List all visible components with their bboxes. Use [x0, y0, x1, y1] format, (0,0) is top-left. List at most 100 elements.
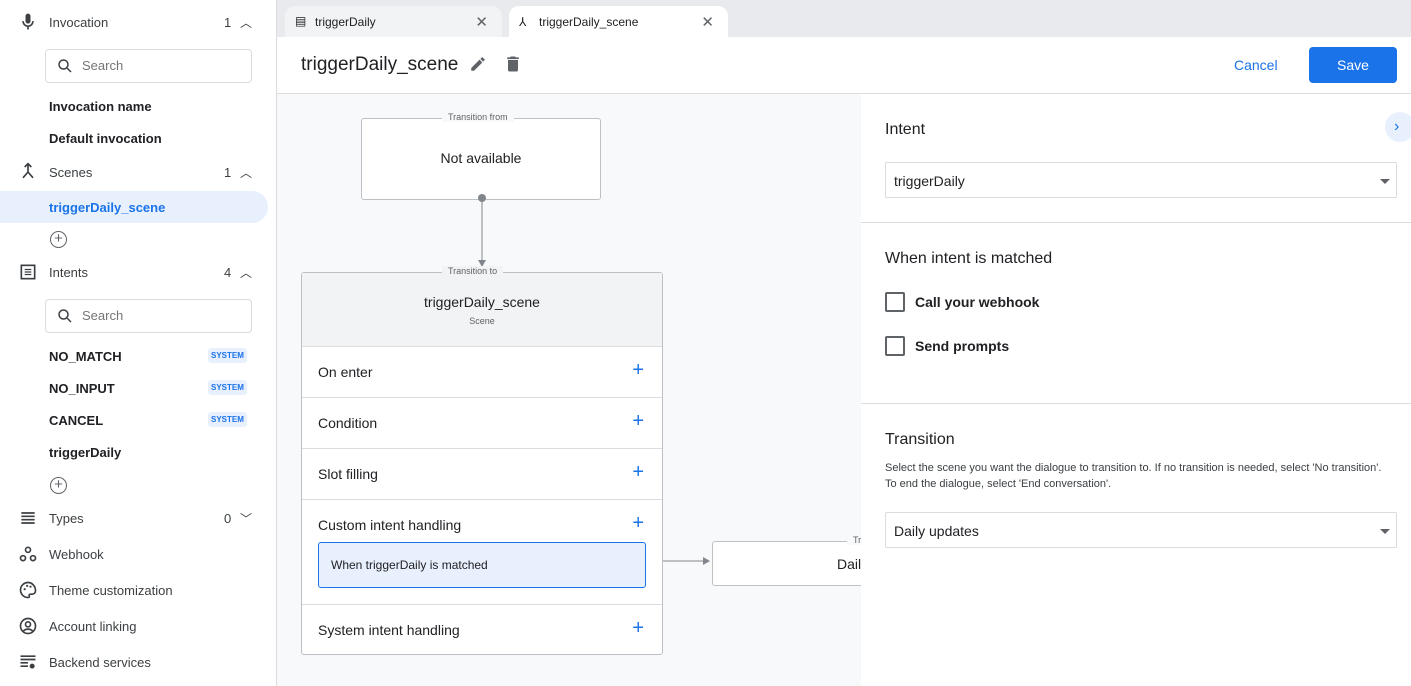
transition-select[interactable]: Daily updates	[885, 512, 1397, 548]
tab-triggerDaily[interactable]: ▤ triggerDaily ✕	[285, 6, 502, 37]
add-icon[interactable]: +	[632, 410, 644, 432]
node-text: Not available	[440, 150, 522, 166]
invocation-search[interactable]	[45, 49, 252, 83]
add-icon[interactable]: +	[632, 359, 644, 381]
section-types[interactable]: Types 0 ﹀	[0, 506, 276, 530]
tab-bar: ▤ triggerDaily ✕ ⅄ triggerDaily_scene ✕	[277, 0, 1411, 37]
tab-label: triggerDaily	[315, 14, 376, 29]
divider	[861, 222, 1411, 223]
close-icon[interactable]: ✕	[701, 13, 714, 31]
prompts-checkbox[interactable]	[885, 336, 905, 356]
types-icon	[18, 508, 38, 528]
chevron-up-icon[interactable]: ︿	[240, 15, 253, 30]
scene-header: triggerDaily_scene Cancel Save	[277, 37, 1411, 94]
target-scene-node[interactable]: Tr Dail	[712, 535, 861, 586]
collapse-panel-chevron-right-icon[interactable]: ›	[1385, 112, 1411, 142]
node-legend: Tr	[847, 535, 861, 545]
add-intent-icon[interactable]: +	[50, 477, 67, 494]
invocation-item[interactable]: Default invocation	[49, 131, 162, 146]
row-custom-intent-handling[interactable]: Custom intent handling+ When triggerDail…	[302, 499, 662, 604]
select-value: triggerDaily	[894, 173, 965, 189]
nav-label: Webhook	[49, 546, 104, 562]
add-icon[interactable]: +	[632, 461, 644, 483]
system-badge: SYSTEM	[208, 412, 247, 427]
matched-heading: When intent is matched	[885, 250, 1053, 267]
intent-item[interactable]: CANCEL	[49, 413, 104, 428]
checkbox-label: Send prompts	[915, 338, 1010, 354]
row-condition[interactable]: Condition +	[302, 397, 662, 448]
section-count: 1	[224, 14, 232, 30]
webhook-icon	[18, 544, 38, 564]
search-icon	[58, 309, 72, 323]
scene-item-selected[interactable]: triggerDaily_scene	[0, 191, 268, 223]
dropdown-arrow-icon	[1380, 179, 1390, 184]
system-badge: SYSTEM	[208, 348, 247, 363]
intent-item[interactable]: NO_INPUT	[49, 381, 115, 396]
invocation-item[interactable]: Invocation name	[49, 99, 152, 114]
intent-select[interactable]: triggerDaily	[885, 162, 1397, 198]
chevron-up-icon[interactable]: ︿	[240, 265, 253, 280]
intent-icon: ▤	[295, 14, 307, 28]
row-slot-filling[interactable]: Slot filling +	[302, 448, 662, 499]
section-count: 1	[224, 164, 232, 180]
section-label: Types	[49, 510, 84, 526]
section-scenes[interactable]: Scenes 1 ︿	[0, 160, 276, 184]
page-title: triggerDaily_scene	[301, 54, 459, 75]
nav-theme-customization[interactable]: Theme customization	[0, 578, 276, 602]
section-label: Scenes	[49, 164, 93, 180]
nav-label: Account linking	[49, 618, 137, 634]
dropdown-arrow-icon	[1380, 529, 1390, 534]
scene-icon: ⅄	[519, 14, 527, 29]
intents-search[interactable]	[45, 299, 252, 333]
scene-node: Transition to triggerDaily_scene Scene O…	[301, 266, 663, 655]
intent-item[interactable]: NO_MATCH	[49, 349, 122, 364]
scene-item-label: triggerDaily_scene	[49, 200, 166, 215]
delete-icon[interactable]	[503, 54, 523, 74]
add-icon[interactable]: +	[632, 512, 644, 534]
edit-icon[interactable]	[469, 55, 487, 73]
row-on-enter[interactable]: On enter+	[302, 346, 662, 397]
node-text: Dail	[837, 556, 861, 572]
scene-title: triggerDaily_scene	[424, 294, 540, 310]
chevron-up-icon[interactable]: ︿	[240, 165, 253, 180]
tab-triggerDaily-scene[interactable]: ⅄ triggerDaily_scene ✕	[509, 6, 728, 37]
microphone-icon	[18, 12, 38, 32]
nav-webhook[interactable]: Webhook	[0, 542, 276, 566]
account-circle-icon	[18, 616, 38, 636]
transition-help: Select the scene you want the dialogue t…	[885, 462, 1382, 490]
row-label: Slot filling	[318, 466, 378, 482]
select-value: Daily updates	[894, 523, 979, 539]
scene-node-header[interactable]: Transition to triggerDaily_scene Scene	[302, 266, 662, 346]
search-input[interactable]	[82, 58, 232, 73]
sidebar: Invocation 1 ︿ Invocation name Default i…	[0, 0, 277, 686]
add-scene-icon[interactable]: +	[50, 231, 67, 248]
webhook-checkbox[interactable]	[885, 292, 905, 312]
handler-label: When triggerDaily is matched	[331, 558, 488, 572]
nav-label: Theme customization	[49, 582, 173, 598]
section-label: Invocation	[49, 14, 109, 30]
intent-panel: › Intent triggerDaily When intent is mat…	[861, 94, 1411, 686]
nav-backend-services[interactable]: Backend services	[0, 650, 276, 674]
row-system-intent-handling[interactable]: System intent handling+	[302, 604, 662, 655]
node-legend: Transition to	[442, 266, 504, 276]
list-icon	[18, 262, 38, 282]
chevron-down-icon[interactable]: ﹀	[240, 511, 253, 526]
add-icon[interactable]: +	[632, 617, 644, 639]
save-button[interactable]: Save	[1309, 47, 1397, 83]
checkbox-label: Call your webhook	[915, 294, 1040, 310]
section-count: 0	[224, 510, 232, 526]
palette-icon	[18, 580, 38, 600]
scene-subtitle: Scene	[469, 316, 495, 326]
nav-account-linking[interactable]: Account linking	[0, 614, 276, 638]
divider	[861, 403, 1411, 404]
search-input[interactable]	[82, 308, 232, 323]
row-label: Condition	[318, 415, 378, 431]
close-icon[interactable]: ✕	[475, 13, 488, 31]
cancel-button[interactable]: Cancel	[1234, 57, 1278, 73]
section-invocation[interactable]: Invocation 1 ︿	[0, 10, 276, 34]
intent-handler-item[interactable]: When triggerDaily is matched	[318, 542, 646, 588]
intent-heading: Intent	[885, 121, 926, 138]
search-icon	[58, 59, 72, 73]
section-intents[interactable]: Intents 4 ︿	[0, 260, 276, 284]
intent-item[interactable]: triggerDaily	[49, 445, 122, 460]
